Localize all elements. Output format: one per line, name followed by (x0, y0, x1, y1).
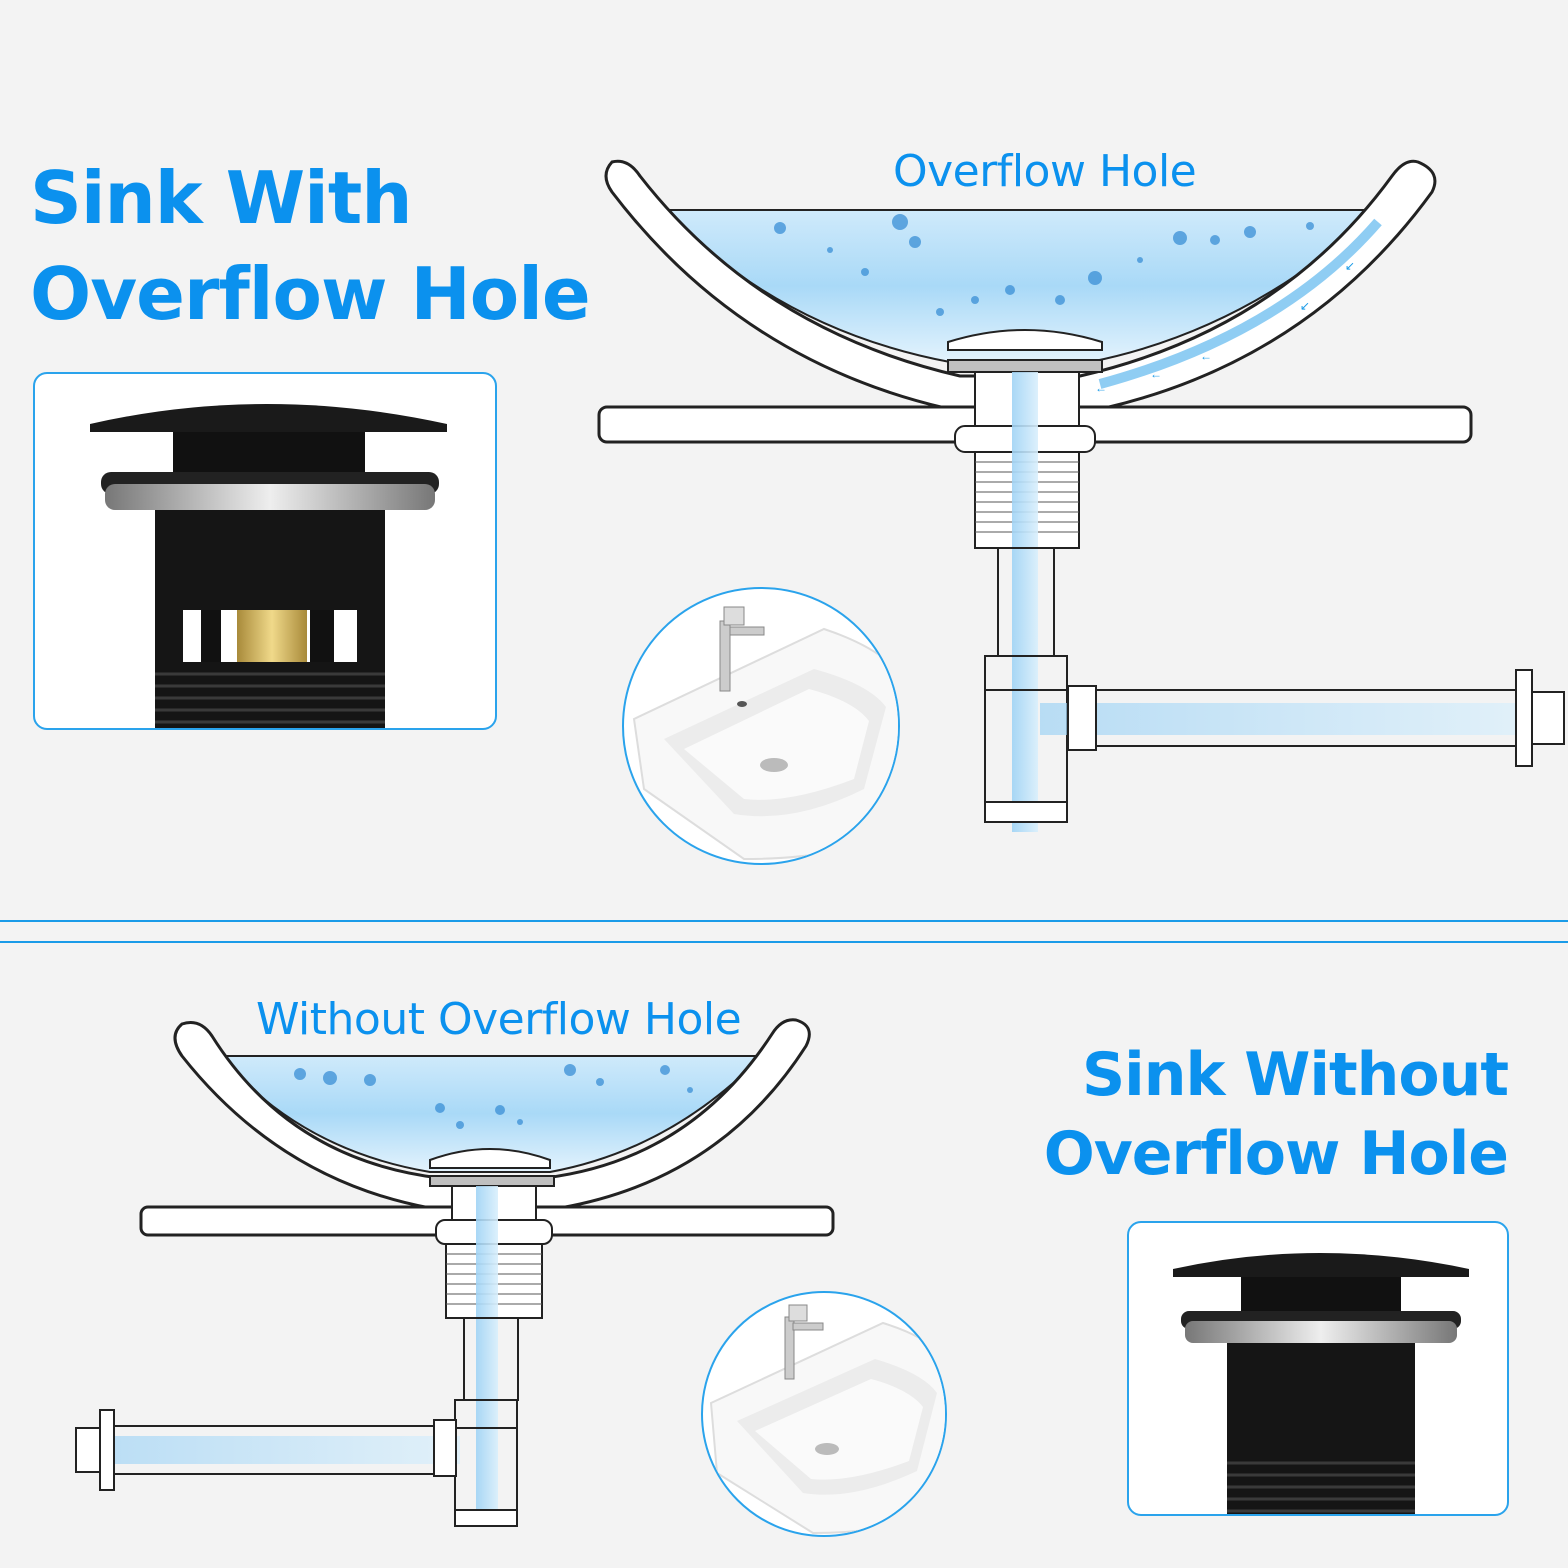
overflow-arrows: ↙ ↙ ← ← ← (1095, 259, 1355, 395)
stopper-without-overflow-icon (1173, 1253, 1469, 1514)
basin-water-2 (217, 1055, 765, 1173)
water-bubbles-2 (294, 1064, 693, 1129)
section-divider-bottom (0, 941, 1568, 943)
sink-without-overflow-photo (701, 1291, 947, 1537)
without-overflow-diagram (75, 1018, 835, 1527)
with-overflow-heading: Sink With Overflow Hole (30, 150, 591, 342)
overflow-stopper-photo (33, 372, 497, 730)
svg-text:←: ← (1150, 367, 1162, 381)
overflow-channel (1098, 218, 1382, 389)
basin-without-overflow-icon (709, 1304, 945, 1535)
without-overflow-panel: Without Overflow Hole (0, 942, 1568, 1568)
svg-text:←: ← (1200, 349, 1212, 363)
svg-text:↙: ↙ (1345, 259, 1355, 273)
basin-bowl-2 (173, 1018, 811, 1210)
stopper-with-overflow-icon (90, 404, 447, 728)
basin-bowl (604, 159, 1437, 410)
sink-with-overflow-photo (622, 587, 900, 865)
without-overflow-heading-line2: Overflow Hole (1043, 1119, 1509, 1189)
without-overflow-heading: Sink Without Overflow Hole (1043, 1036, 1509, 1194)
section-divider-top (0, 920, 1568, 922)
without-overflow-hole-label: Without Overflow Hole (256, 994, 742, 1045)
no-overflow-stopper-photo (1127, 1221, 1509, 1516)
svg-text:↙: ↙ (1300, 299, 1310, 313)
with-overflow-heading-line1: Sink With (30, 156, 413, 240)
without-overflow-heading-line1: Sink Without (1081, 1040, 1509, 1110)
overflow-hole-label: Overflow Hole (893, 146, 1197, 197)
basin-with-overflow-icon (632, 606, 898, 861)
with-overflow-diagram: ↙ ↙ ← ← ← (597, 159, 1565, 832)
with-overflow-panel: ↙ ↙ ← ← ← Sink With Overflow Hole (30, 146, 1565, 865)
svg-text:←: ← (1095, 381, 1107, 395)
with-overflow-heading-line2: Overflow Hole (30, 252, 591, 336)
water-bubbles (774, 214, 1314, 316)
